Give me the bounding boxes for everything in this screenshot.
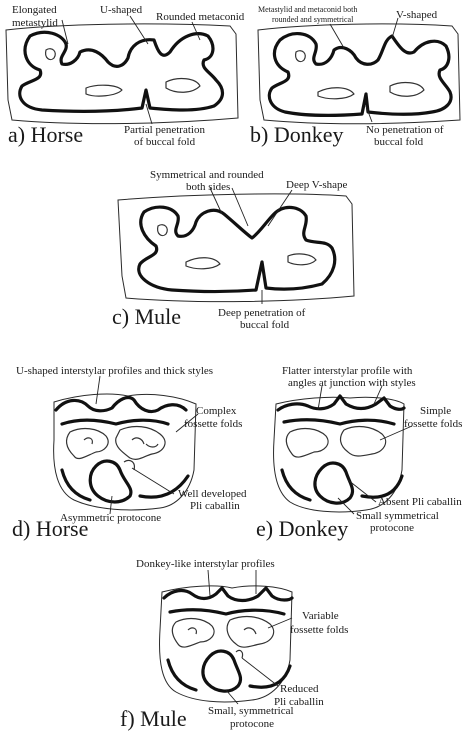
label-f-donkey-like: Donkey-like interstylar profiles bbox=[136, 558, 275, 570]
label-e-flatter-1: Flatter interstylar profile with bbox=[282, 365, 413, 377]
label-d-u-shaped: U-shaped interstylar profiles and thick … bbox=[16, 365, 213, 377]
caption-c: c) Mule bbox=[112, 304, 181, 329]
label-c-deep-penetration-2: buccal fold bbox=[240, 319, 290, 331]
label-e-simple-2: fossette folds bbox=[404, 418, 462, 430]
label-b-v-shaped: V-shaped bbox=[396, 9, 438, 21]
panel-e-donkey-upper-tooth: Flatter interstylar profile with angles … bbox=[256, 365, 462, 541]
label-b-no-penetration-1: No penetration of bbox=[366, 124, 444, 136]
label-a-partial-1: Partial penetration bbox=[124, 124, 205, 136]
label-c-symmetrical-1: Symmetrical and rounded bbox=[150, 169, 264, 181]
label-d-well-developed-1: Well developed bbox=[178, 488, 247, 500]
label-f-variable-2: fossette folds bbox=[290, 624, 348, 636]
panel-a-horse-lower-tooth: Elongated metastylid U-shaped Rounded me… bbox=[6, 4, 245, 148]
panel-d-horse-upper-tooth: U-shaped interstylar profiles and thick … bbox=[12, 365, 247, 541]
panel-b-donkey-lower-tooth: Metastylid and metaconid both rounded an… bbox=[250, 5, 460, 148]
caption-f: f) Mule bbox=[120, 706, 187, 731]
label-f-small-symmetrical-2: protocone bbox=[230, 718, 274, 730]
label-b-no-penetration-2: buccal fold bbox=[374, 136, 424, 148]
panel-c-mule-lower-tooth: Symmetrical and rounded both sides Deep … bbox=[112, 169, 354, 331]
caption-b: b) Donkey bbox=[250, 122, 343, 147]
label-a-rounded-metaconid: Rounded metaconid bbox=[156, 11, 245, 23]
label-e-flatter-2: angles at junction with styles bbox=[288, 377, 416, 389]
label-a-elongated-2: metastylid bbox=[12, 17, 58, 29]
label-e-small-2: protocone bbox=[370, 522, 414, 534]
label-c-symmetrical-2: both sides bbox=[186, 181, 230, 193]
label-d-complex-2: fossette folds bbox=[184, 418, 242, 430]
label-d-well-developed-2: Pli caballin bbox=[190, 500, 240, 512]
label-f-reduced-1: Reduced bbox=[280, 683, 319, 695]
label-a-partial-2: of buccal fold bbox=[134, 136, 196, 148]
label-a-u-shaped: U-shaped bbox=[100, 4, 143, 16]
caption-d: d) Horse bbox=[12, 516, 88, 541]
label-c-deep-penetration-1: Deep penetration of bbox=[218, 307, 306, 319]
caption-a: a) Horse bbox=[8, 122, 83, 147]
label-d-complex-1: Complex bbox=[196, 405, 237, 417]
label-e-absent: Absent Pli caballin bbox=[378, 496, 462, 508]
label-a-elongated-1: Elongated bbox=[12, 4, 57, 16]
caption-e: e) Donkey bbox=[256, 516, 348, 541]
label-f-variable-1: Variable bbox=[302, 610, 339, 622]
panel-f-mule-upper-tooth: Donkey-like interstylar profiles Variabl… bbox=[120, 558, 348, 731]
label-b-metastylid-1: Metastylid and metaconid both bbox=[258, 5, 357, 14]
label-c-deep-v: Deep V-shape bbox=[286, 179, 348, 191]
label-f-small-symmetrical-1: Small, symmetrical bbox=[208, 705, 294, 717]
label-b-metastylid-2: rounded and symmetrical bbox=[272, 15, 354, 24]
label-e-simple-1: Simple bbox=[420, 405, 451, 417]
label-e-small-1: Small symmetrical bbox=[356, 510, 439, 522]
